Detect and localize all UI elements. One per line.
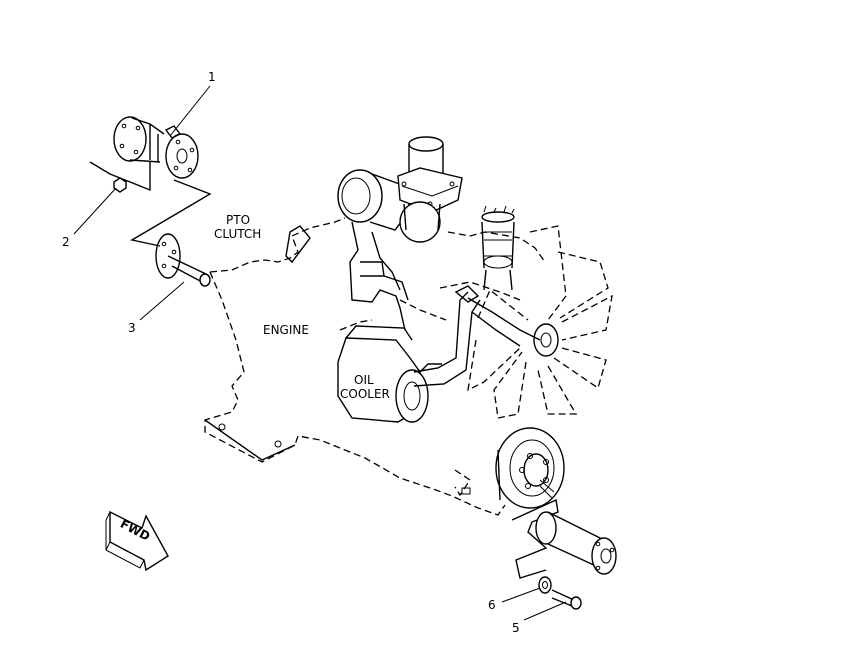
pto-clutch-label-line2: CLUTCH bbox=[214, 227, 261, 241]
pto-clutch bbox=[113, 116, 199, 179]
callout-number-6: 6 bbox=[488, 598, 496, 612]
callout-3: 3 bbox=[128, 281, 185, 335]
callout-2: 2 bbox=[62, 187, 117, 249]
callout-number-3: 3 bbox=[128, 321, 136, 335]
cooling-fan bbox=[467, 225, 613, 419]
engine-label: ENGINE bbox=[263, 323, 309, 337]
oil-lines bbox=[413, 285, 541, 387]
front-drive-shaft bbox=[511, 498, 617, 579]
callout-number-1: 1 bbox=[208, 70, 216, 84]
oil-cooler bbox=[337, 325, 429, 423]
callout-6: 6 bbox=[488, 587, 541, 612]
water-outlet-hose bbox=[481, 205, 515, 291]
engine-block bbox=[204, 217, 546, 516]
callout-number-5: 5 bbox=[512, 621, 520, 635]
callout-number-2: 2 bbox=[62, 235, 70, 249]
bolt bbox=[551, 589, 582, 610]
fwd-arrow: FWD bbox=[105, 510, 169, 572]
crankshaft-pulley bbox=[495, 427, 565, 509]
turbocharger bbox=[337, 169, 411, 331]
callout-1: 1 bbox=[169, 70, 216, 137]
pto-clutch-label-line1: PTO bbox=[226, 213, 250, 227]
callout-5: 5 bbox=[512, 601, 567, 635]
oil-cooler-label-line1: OIL bbox=[354, 373, 374, 387]
fwd-label: FWD bbox=[118, 517, 152, 544]
washer bbox=[538, 576, 552, 594]
pto-drive-shaft bbox=[155, 233, 211, 287]
air-inlet-pipe bbox=[397, 136, 463, 243]
oil-cooler-label-line2: COOLER bbox=[340, 387, 390, 401]
assembly-lines bbox=[89, 161, 212, 247]
